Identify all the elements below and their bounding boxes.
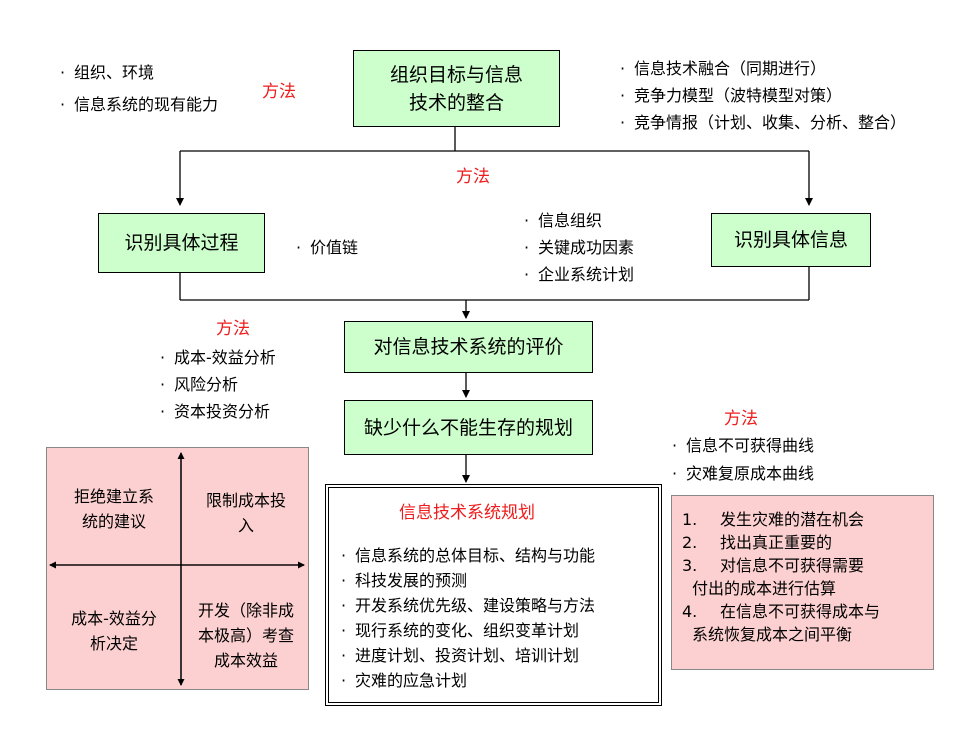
eval-item: 风险分析 [160, 371, 276, 398]
disaster-num: 3. [682, 556, 698, 575]
matrix-top-right: 限制成本投 入 [186, 488, 306, 538]
eval-box: 对信息技术系统的评价 [344, 321, 593, 373]
method-label-right: 方法 [724, 409, 758, 429]
matrix-text: 限制成本投 [205, 491, 286, 510]
top-right-list: 信息技术融合（同期进行） 竞争力模型（波特模型对策） 竞争情报（计划、收集、分析… [620, 55, 906, 136]
goal-line: 技术的整合 [408, 91, 504, 114]
method-label-eval: 方法 [216, 319, 250, 339]
top-left-item: 组织、环境 [60, 59, 218, 91]
method-label-top: 方法 [262, 82, 296, 102]
survival-box: 缺少什么不能生存的规划 [344, 400, 593, 455]
matrix-axes [49, 452, 305, 686]
plan-item: 现行系统的变化、组织变革计划 [341, 617, 595, 642]
plan-item: 开发系统优先级、建设策略与方法 [341, 592, 595, 617]
matrix-text: 统的建议 [81, 512, 146, 531]
matrix-bottom-right: 开发（除非成 本极高）考查 成本效益 [184, 598, 308, 673]
plan-list: 信息系统的总体目标、结构与功能 科技发展的预测 开发系统优先级、建设策略与方法 … [341, 542, 595, 692]
info-box: 识别具体信息 [711, 213, 871, 267]
disaster-item: 1. 发生灾难的潜在机会 [682, 508, 880, 531]
disaster-box: 1. 发生灾难的潜在机会 2. 找出真正重要的 3. 对信息不可获得需要 付出的… [671, 495, 934, 670]
matrix-text: 析决定 [89, 634, 138, 653]
matrix-text: 成本效益 [213, 651, 278, 670]
process-box: 识别具体过程 [98, 213, 265, 273]
disaster-text: 对信息不可获得需要 [720, 556, 865, 575]
disaster-text: 付出的成本进行估算 [692, 579, 837, 598]
method-label-mid: 方法 [456, 167, 490, 187]
process-note-list: 价值链 [296, 234, 358, 258]
info-item: 企业系统计划 [524, 261, 634, 288]
plan-box: 信息技术系统规划 信息系统的总体目标、结构与功能 科技发展的预测 开发系统优先级… [325, 484, 662, 706]
matrix-bottom-left: 成本-效益分 析决定 [53, 606, 175, 656]
plan-item: 信息系统的总体目标、结构与功能 [341, 542, 595, 567]
matrix-text: 本极高）考查 [197, 626, 294, 645]
eval-item: 成本-效益分析 [160, 344, 276, 371]
disaster-item: 3. 对信息不可获得需要 [682, 554, 880, 577]
plan-item: 科技发展的预测 [341, 567, 595, 592]
plan-item: 灾难的应急计划 [341, 667, 595, 692]
eval-item: 资本投资分析 [160, 398, 276, 425]
top-left-list: 组织、环境 信息系统的现有能力 [60, 59, 218, 123]
right-list: 信息不可获得曲线 灾难复原成本曲线 [672, 432, 814, 488]
disaster-item: 4. 在信息不可获得成本与 [682, 600, 880, 623]
goal-box: 组织目标与信息 技术的整合 [353, 50, 560, 127]
disaster-num: 2. [682, 533, 698, 552]
matrix-text: 开发（除非成 [197, 601, 294, 620]
matrix-top-left: 拒绝建立系 统的建议 [53, 484, 175, 534]
right-item: 信息不可获得曲线 [672, 432, 814, 460]
top-left-item: 信息系统的现有能力 [60, 91, 218, 123]
disaster-num: 1. [682, 510, 698, 529]
decision-matrix: 拒绝建立系 统的建议 限制成本投 入 成本-效益分 析决定 开发（除非成 本极高… [46, 447, 309, 690]
disaster-num: 4. [682, 602, 698, 621]
info-list: 信息组织 关键成功因素 企业系统计划 [524, 207, 634, 288]
goal-line: 组织目标与信息 [389, 63, 523, 86]
right-item: 灾难复原成本曲线 [672, 460, 814, 488]
disaster-list: 1. 发生灾难的潜在机会 2. 找出真正重要的 3. 对信息不可获得需要 付出的… [682, 508, 880, 646]
info-item: 关键成功因素 [524, 234, 634, 261]
disaster-text: 系统恢复成本之间平衡 [692, 625, 853, 644]
plan-title: 信息技术系统规划 [399, 503, 535, 523]
matrix-text: 成本-效益分 [71, 609, 157, 628]
plan-item: 进度计划、投资计划、培训计划 [341, 642, 595, 667]
info-item: 信息组织 [524, 207, 634, 234]
disaster-text: 在信息不可获得成本与 [720, 602, 881, 621]
top-right-item: 竞争力模型（波特模型对策） [620, 82, 906, 109]
disaster-text: 发生灾难的潜在机会 [720, 510, 865, 529]
top-right-item: 竞争情报（计划、收集、分析、整合） [620, 109, 906, 136]
matrix-text: 入 [237, 516, 254, 535]
process-note: 价值链 [296, 234, 358, 258]
top-right-item: 信息技术融合（同期进行） [620, 55, 906, 82]
disaster-item: 2. 找出真正重要的 [682, 531, 880, 554]
matrix-text: 拒绝建立系 [73, 487, 154, 506]
disaster-text: 找出真正重要的 [720, 533, 833, 552]
eval-list: 成本-效益分析 风险分析 资本投资分析 [160, 344, 276, 425]
